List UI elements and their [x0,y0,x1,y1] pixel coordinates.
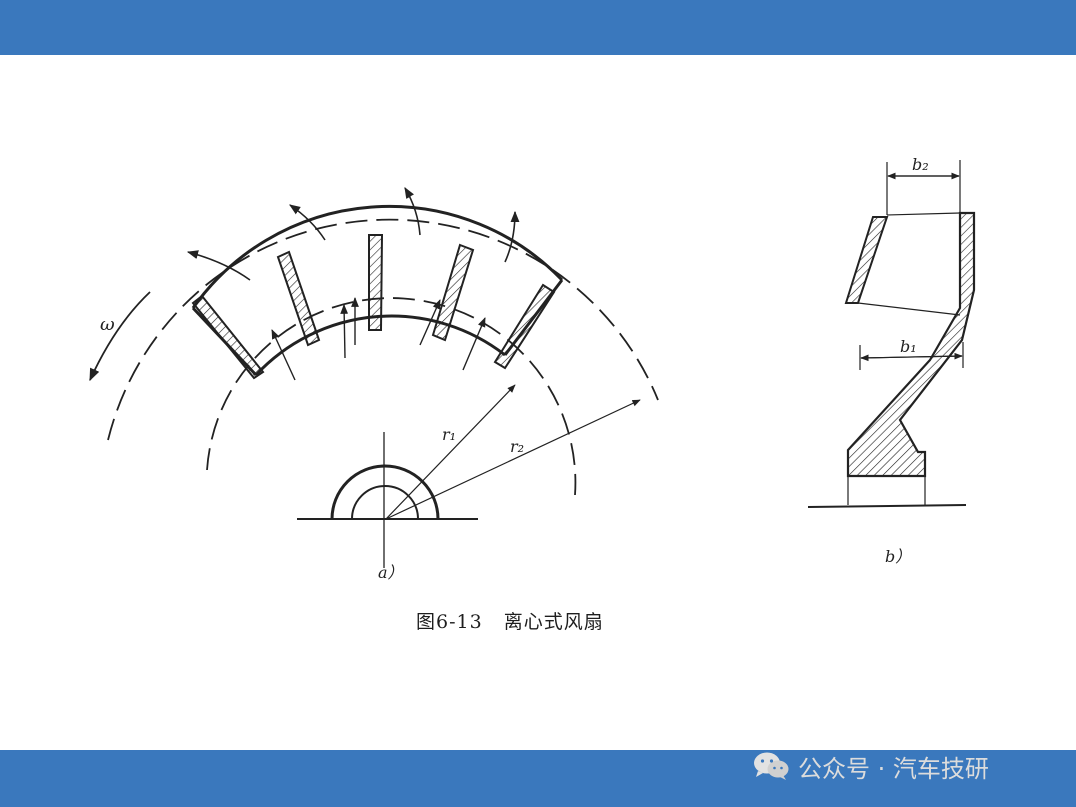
label-view-b: b） [885,547,911,566]
blades [191,234,556,380]
wechat-icon [754,752,789,780]
flow-arrows [271,297,486,381]
radius-r2 [385,399,641,520]
dimension-b2 [886,160,961,215]
label-b1: b₁ [900,337,917,356]
blade [276,250,321,347]
view-b [807,160,976,508]
bottom-band [0,750,1076,807]
figure-caption: 图6-13 离心式风扇 [416,611,604,633]
hub-outer [330,464,440,520]
blade [191,294,265,380]
blade [431,243,475,342]
section-lines [847,212,961,505]
top-band [0,0,1076,55]
radius-r1 [385,384,516,520]
exit-arrows [186,187,520,281]
watermark-text: 公众号 · 汽车技研 [798,754,989,783]
watermark: 公众号 · 汽车技研 [752,750,989,783]
label-r2: r₂ [510,437,524,456]
rotation-arrow [89,291,151,382]
label-b2: b₂ [912,155,929,174]
view-a [89,187,659,568]
section-blade-left [844,216,889,304]
blade [493,283,556,370]
label-omega: ω [100,314,115,335]
outer-rim-arc [191,204,564,309]
dashed-circle-outer [107,218,659,441]
blade [368,234,384,331]
centrifugal-fan-figure: ω r₁ r₂ a） b₂ b₁ b） [89,155,976,582]
label-view-a: a） [378,563,404,582]
section-profile [846,211,976,478]
dashed-circle-inner [206,297,577,496]
dimension-b1 [859,342,964,370]
hub-inner [351,485,419,520]
label-r1: r₁ [442,425,456,444]
section-base-line [807,504,967,508]
